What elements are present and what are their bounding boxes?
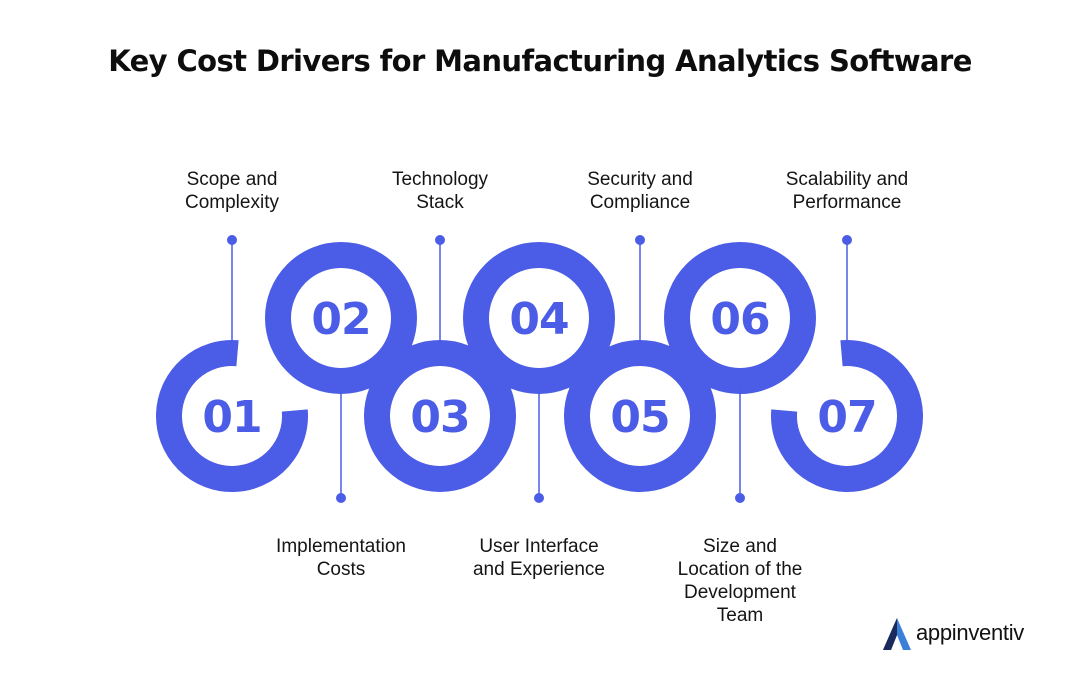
page-title: Key Cost Drivers for Manufacturing Analy…	[108, 44, 972, 78]
connector-dot-06	[735, 493, 745, 503]
appinventiv-logo-text: appinventiv	[916, 620, 1024, 645]
step-07-number: 07	[817, 392, 876, 443]
ring-05	[564, 340, 716, 492]
ring-01	[156, 340, 308, 492]
ring-03	[364, 340, 516, 492]
step-02-number: 02	[311, 294, 370, 345]
ring-07	[771, 340, 923, 492]
step-06-number: 06	[710, 294, 769, 345]
connectors-group	[227, 235, 852, 503]
connector-dot-01	[227, 235, 237, 245]
step-04-number: 04	[509, 294, 568, 345]
rings-group	[156, 242, 923, 492]
connector-dot-07	[842, 235, 852, 245]
connector-dot-05	[635, 235, 645, 245]
ring-02	[265, 242, 417, 394]
step-01-number: 01	[202, 392, 261, 443]
numbers-group: 01 02 03 04 05 06 07	[202, 294, 877, 443]
ring-06	[664, 242, 816, 394]
connector-dot-03	[435, 235, 445, 245]
step-05-number: 05	[610, 392, 669, 443]
connector-dot-02	[336, 493, 346, 503]
ring-04	[463, 242, 615, 394]
step-03-number: 03	[410, 392, 469, 443]
connector-dot-04	[534, 493, 544, 503]
appinventiv-logo-icon	[883, 618, 911, 650]
